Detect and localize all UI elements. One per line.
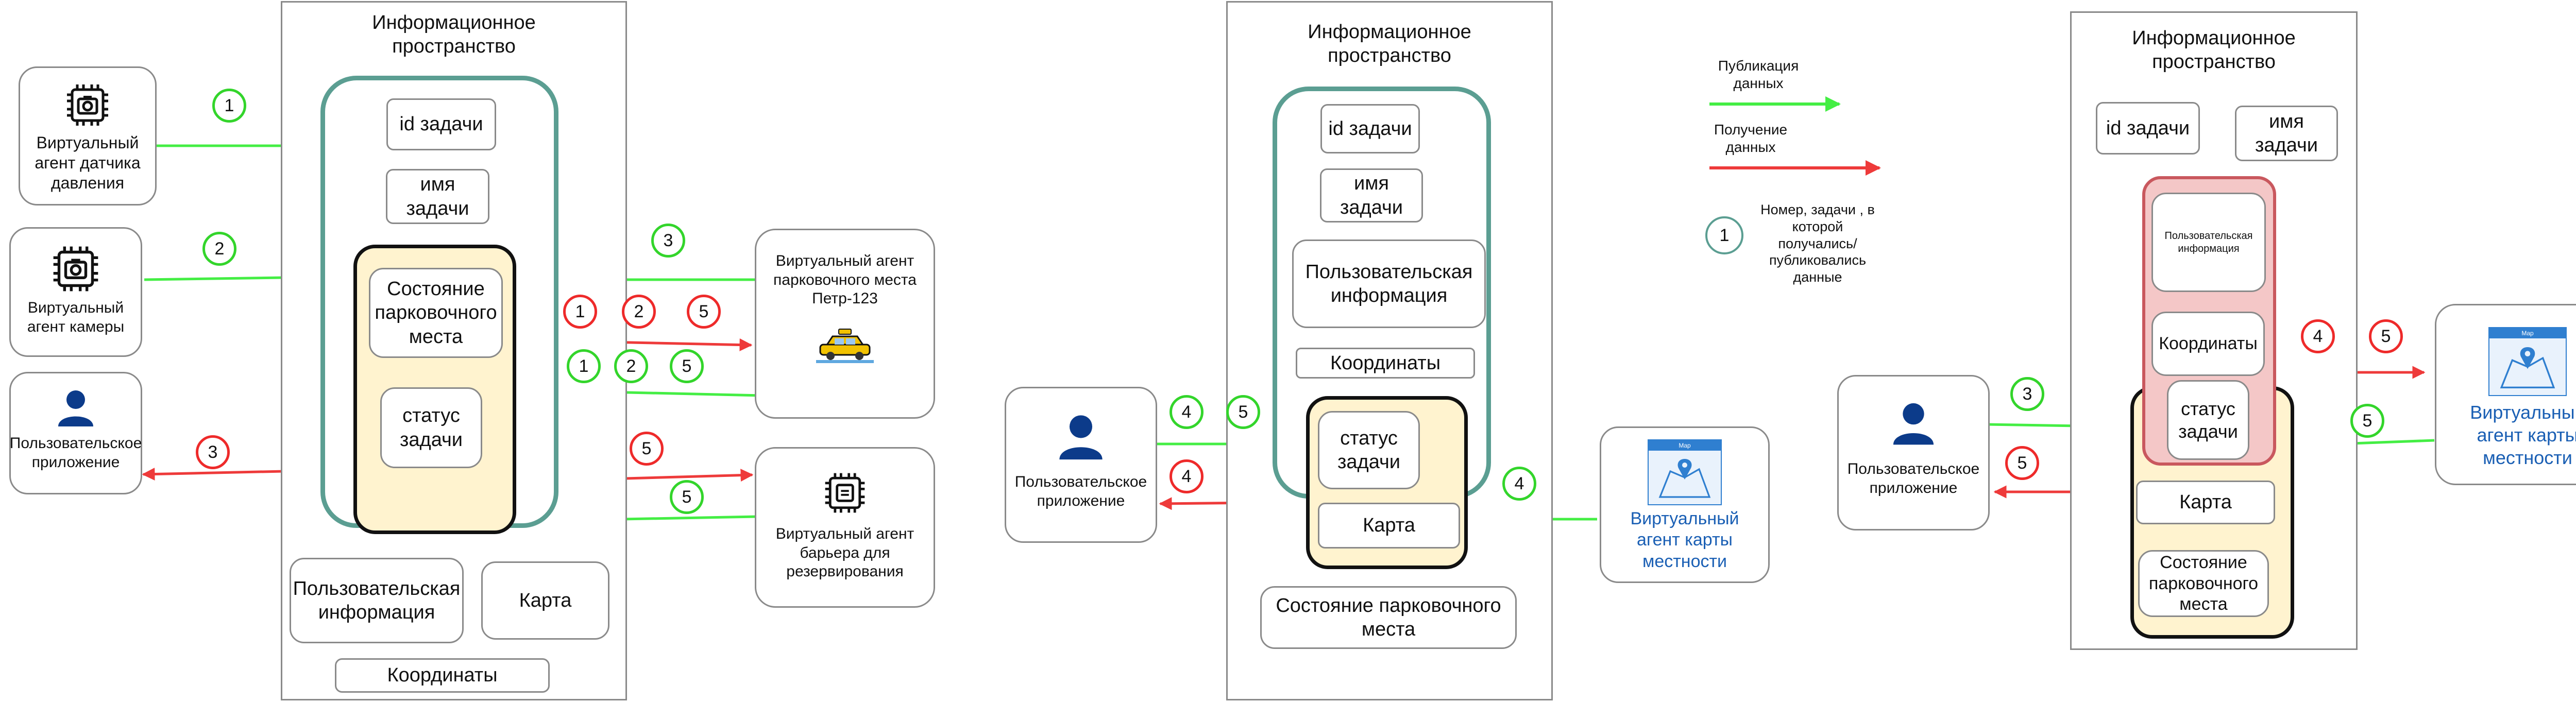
badge-user-receive-3: 5 <box>2005 446 2039 480</box>
badge-map-receive-5: 5 <box>2369 319 2403 353</box>
info-space-title-2: Информационное пространство <box>1308 21 1471 66</box>
map-window-icon: Map <box>2488 327 2567 396</box>
badge-user-publish-3: 3 <box>2010 377 2044 411</box>
badge-barrier-receive: 5 <box>630 432 664 466</box>
chip-camera-icon <box>67 84 108 126</box>
badge-user-publish-5: 5 <box>1226 395 1260 429</box>
badge-spot-receive-5: 5 <box>687 295 721 329</box>
barrier-agent[interactable]: Виртуальный агент барьера для резервиров… <box>755 447 935 608</box>
coords-field-2: Координаты <box>1296 348 1475 379</box>
user-app-label-2: Пользовательское приложение <box>1014 473 1147 509</box>
user-icon <box>58 390 93 426</box>
parking-state-field-1: Состояние парковочного места <box>369 268 503 358</box>
task-name-field-3: имя задачи <box>2235 106 2338 161</box>
map-agent-label-3: Виртуальный агент карты местности <box>2470 402 2576 468</box>
badge-status-spot-5: 5 <box>670 349 704 383</box>
user-app-label-3: Пользовательское приложение <box>1847 460 1980 496</box>
map-field-3: Карта <box>2136 481 2275 524</box>
badge-status-spot-2: 2 <box>614 349 648 383</box>
map-window-caption: Map <box>1649 440 1721 451</box>
task-name-field-1: имя задачи <box>386 169 489 224</box>
user-app-3[interactable]: Пользовательское приложение <box>1837 375 1990 530</box>
map-agent-label-2: Виртуальный агент карты местности <box>1630 509 1739 571</box>
badge-barrier-publish: 5 <box>670 480 704 514</box>
user-icon <box>1059 415 1103 460</box>
user-icon <box>1893 403 1934 445</box>
map-agent-2[interactable]: Map Виртуальный агент карты местности <box>1600 426 1770 583</box>
badge-spot-receive-2: 2 <box>622 295 656 329</box>
map-pin-icon <box>2500 347 2555 389</box>
legend-badge-meaning: Номер, задачи , в которой получались/ пу… <box>1760 201 1875 285</box>
badge-map-publish-2: 4 <box>1502 467 1536 501</box>
badge-spot-receive-1: 1 <box>563 295 597 329</box>
pressure-sensor-agent[interactable]: Виртуальный агент датчика давления <box>19 66 157 206</box>
info-space-title-1: Информационное пространство <box>372 11 536 57</box>
chip-icon <box>825 473 865 513</box>
badge-map-publish-3: 5 <box>2350 404 2384 438</box>
camera-agent-label: Виртуальный агент камеры <box>27 299 125 335</box>
user-info-field-1: Пользовательская информация <box>290 558 464 643</box>
task-status-field-3: статус задачи <box>2167 380 2249 460</box>
task-id-field-2: id задачи <box>1320 104 1420 153</box>
user-app-2[interactable]: Пользовательское приложение <box>1005 387 1157 543</box>
legend-publish-label: Публикация данных <box>1718 57 1799 91</box>
chip-camera-icon <box>53 246 98 292</box>
badge-pressure-publish: 1 <box>212 89 246 123</box>
badge-user-publish-4: 4 <box>1170 395 1204 429</box>
task-id-field-3: id задачи <box>2096 102 2200 155</box>
badge-status-spot-1: 1 <box>567 349 601 383</box>
map-agent-3[interactable]: Map Виртуальный агент карты местности <box>2435 304 2576 485</box>
coords-field-3: Координаты <box>2151 312 2265 376</box>
legend-receive-label: Получение данных <box>1714 121 1788 155</box>
user-app-label-1: Пользовательское приложение <box>9 435 142 471</box>
badge-userapp-receive: 3 <box>196 435 230 469</box>
map-pin-icon <box>1658 459 1711 498</box>
task-id-field-1: id задачи <box>386 98 496 150</box>
taxi-car-icon <box>816 328 874 363</box>
map-window-icon: Map <box>1648 439 1722 505</box>
user-info-field-3: Пользовательская информация <box>2151 193 2266 292</box>
parking-state-field-3: Состояние парковочного места <box>2138 550 2269 617</box>
legend-badge: 1 <box>1705 216 1743 254</box>
coords-field-1: Координаты <box>335 658 550 693</box>
user-app-1[interactable]: Пользовательское приложение <box>9 372 142 494</box>
badge-spot-publish: 3 <box>651 224 685 258</box>
barrier-agent-label: Виртуальный агент барьера для резервиров… <box>775 525 914 580</box>
parking-spot-label: Виртуальный агент парковочного места Пет… <box>773 252 917 307</box>
pressure-agent-label: Виртуальный агент датчика давления <box>35 133 141 193</box>
task-status-field-1: статус задачи <box>380 387 482 468</box>
badge-camera-publish: 2 <box>202 232 236 266</box>
task-name-field-2: имя задачи <box>1320 168 1423 222</box>
badge-map-receive-4: 4 <box>2301 319 2335 353</box>
camera-agent[interactable]: Виртуальный агент камеры <box>9 227 142 357</box>
parking-state-field-2: Состояние парковочного места <box>1260 586 1517 649</box>
badge-user-receive-4: 4 <box>1170 459 1204 493</box>
info-space-title-3: Информационное пространство <box>2132 27 2296 73</box>
task-status-field-2: статус задачи <box>1318 411 1420 489</box>
map-field-2: Карта <box>1318 503 1460 549</box>
parking-spot-agent[interactable]: Виртуальный агент парковочного места Пет… <box>755 229 935 419</box>
map-field-1: Карта <box>481 561 609 640</box>
user-info-field-2: Пользовательская информация <box>1292 239 1486 328</box>
map-window-caption: Map <box>2489 328 2566 338</box>
